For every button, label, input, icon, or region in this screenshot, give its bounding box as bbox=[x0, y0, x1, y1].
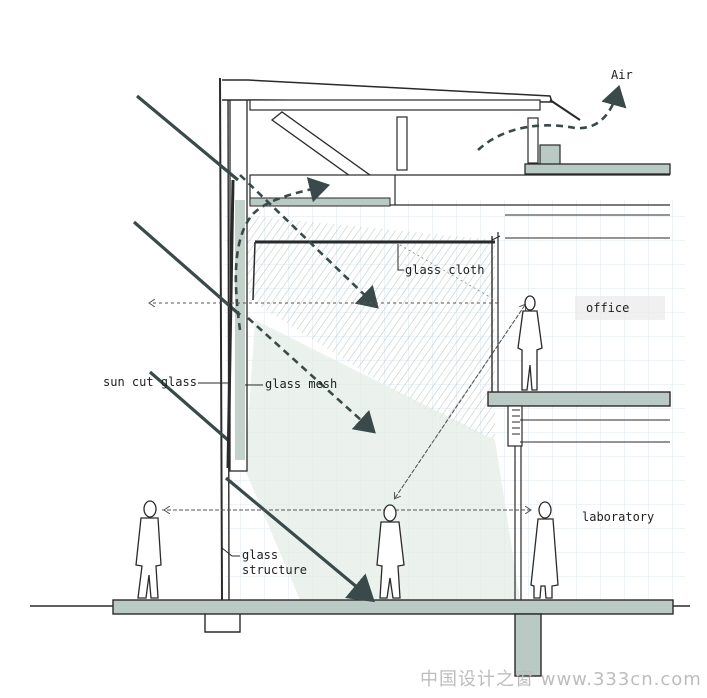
foundation-column bbox=[514, 613, 542, 677]
roof-slab bbox=[524, 163, 671, 175]
label-laboratory: laboratory bbox=[582, 510, 655, 524]
sun-cut-glass bbox=[226, 179, 235, 469]
roof-post bbox=[396, 116, 408, 171]
leader-glass-structure bbox=[221, 547, 240, 557]
roof-beam bbox=[249, 99, 541, 111]
label-glass-cloth: glass cloth bbox=[405, 263, 485, 277]
facade-mullion bbox=[219, 77, 223, 601]
sun-ray bbox=[135, 94, 240, 182]
person-laboratory bbox=[530, 501, 559, 599]
foundation-left bbox=[204, 614, 241, 633]
vent-flap bbox=[549, 99, 581, 121]
label-glass-structure-line2: structure bbox=[242, 563, 308, 577]
roof-vent bbox=[539, 144, 561, 166]
air-exhaust-path bbox=[477, 84, 627, 151]
ground-slab bbox=[112, 599, 674, 615]
label-sun-cut-glass: sun cut glass bbox=[103, 375, 197, 389]
light-path bbox=[247, 317, 376, 434]
label-office: office bbox=[586, 301, 630, 315]
roof bbox=[222, 79, 554, 103]
light-path bbox=[239, 174, 379, 309]
label-air: Air bbox=[611, 68, 633, 82]
light-shading bbox=[240, 215, 495, 440]
label-glass-structure: glass structure bbox=[242, 548, 307, 578]
person-center bbox=[376, 504, 405, 599]
sun-ray bbox=[148, 370, 230, 442]
light-shading-lower bbox=[245, 320, 520, 600]
sun-ray bbox=[224, 476, 375, 603]
leader-glass-cloth bbox=[397, 244, 404, 271]
sun-ray bbox=[132, 220, 242, 317]
middle-slab bbox=[487, 391, 671, 407]
airflow-path bbox=[234, 176, 331, 331]
label-glass-structure-line1: glass bbox=[242, 548, 279, 562]
label-glass-mesh: glass mesh bbox=[265, 377, 338, 391]
person-left bbox=[135, 500, 162, 599]
watermark: 中国设计之窗 www.333cn.com bbox=[420, 669, 702, 690]
person-office bbox=[517, 295, 543, 391]
